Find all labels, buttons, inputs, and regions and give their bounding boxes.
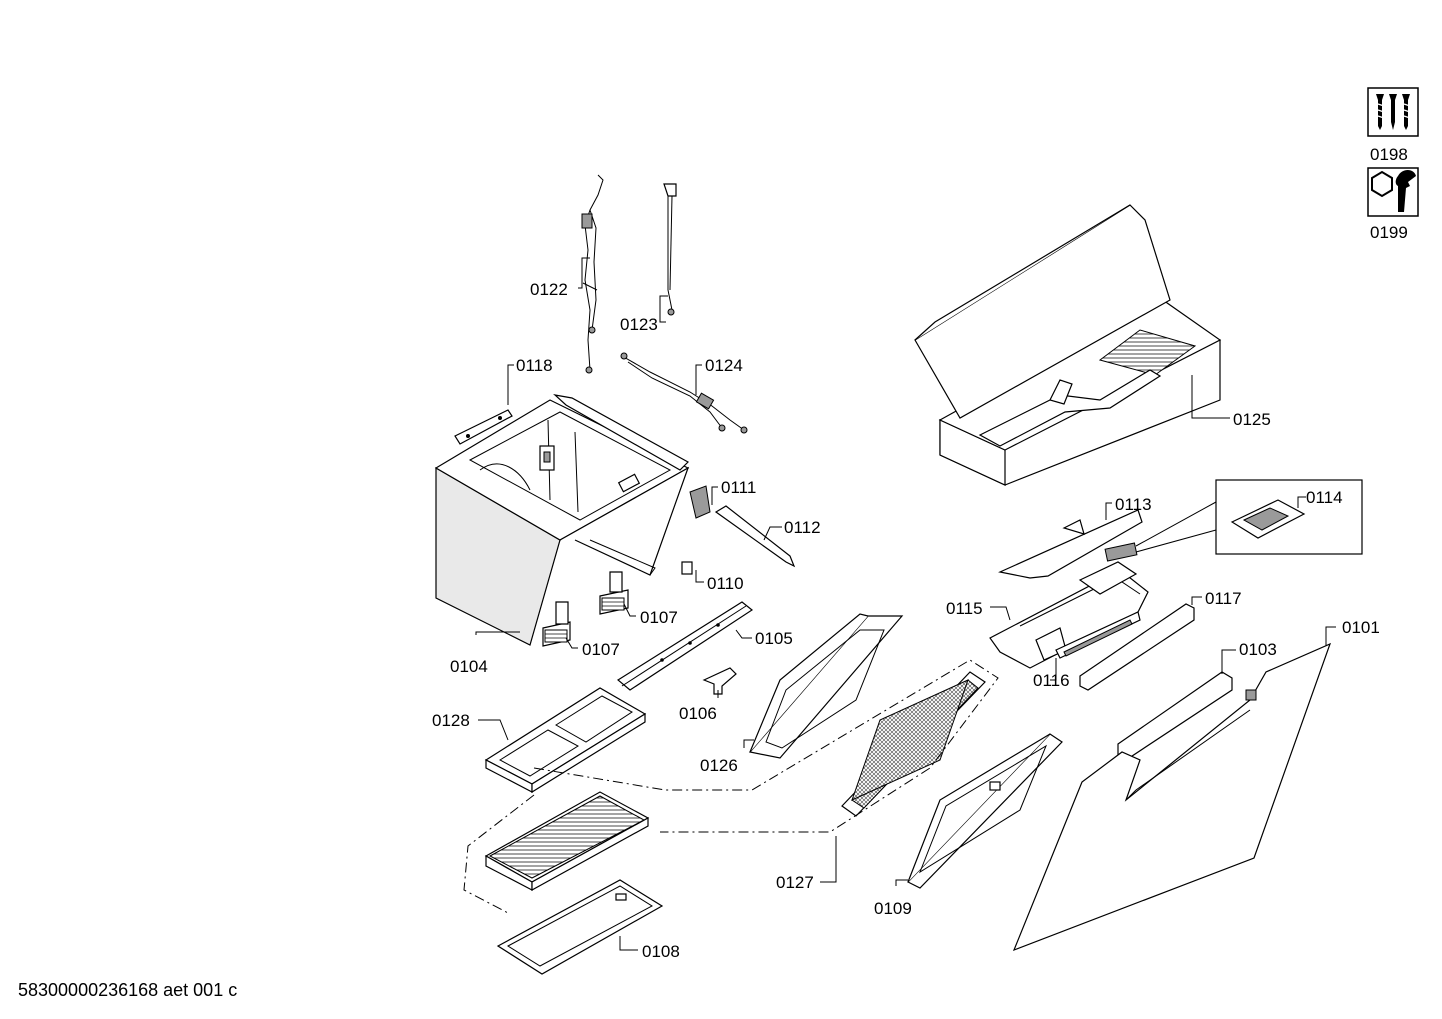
label-0110: 0110 <box>707 574 744 593</box>
strip-0116 <box>1055 611 1141 659</box>
group-line-carbon <box>463 794 535 915</box>
label-0127: 0127 <box>776 873 814 892</box>
rail-0105 <box>616 601 754 691</box>
label-0123: 0123 <box>620 315 658 334</box>
label-0125: 0125 <box>1233 410 1271 429</box>
label-0118: 0118 <box>516 356 553 375</box>
part-labels: 0122 0123 0118 0124 0125 0111 0112 0110 … <box>432 280 1380 961</box>
label-0106: 0106 <box>679 704 717 723</box>
document-id: 58300000236168 aet 001 c <box>18 980 238 1000</box>
foot-0107-a <box>599 571 629 615</box>
wiring-0124 <box>620 352 748 434</box>
front-glass-0101 <box>1012 642 1332 952</box>
clip-0110 <box>681 561 693 575</box>
cover-0113 <box>998 509 1143 579</box>
label-0111: 0111 <box>721 478 756 497</box>
filter-pad-0108 <box>496 879 664 975</box>
label-0103: 0103 <box>1239 640 1277 659</box>
leader-lines <box>475 257 1336 951</box>
label-0109: 0109 <box>874 899 912 918</box>
grease-filter-0127 <box>841 671 986 817</box>
bracket-0118 <box>454 409 513 445</box>
foot-0107-b <box>542 601 571 647</box>
label-0113: 0113 <box>1115 495 1152 514</box>
label-0198: 0198 <box>1370 145 1408 164</box>
label-0128: 0128 <box>432 711 470 730</box>
label-0117: 0117 <box>1205 589 1242 608</box>
wrench-nut-icon <box>1367 167 1419 217</box>
rod-0112 <box>714 505 796 568</box>
wiring-0123 <box>663 183 677 316</box>
label-0107-b: 0107 <box>582 640 620 659</box>
label-0112: 0112 <box>784 518 821 537</box>
part-0106 <box>702 667 737 695</box>
housing-0104 <box>434 394 690 646</box>
clip-0111 <box>689 485 711 519</box>
control-board-0114 <box>1135 479 1363 555</box>
frame-0126 <box>748 613 904 759</box>
filter-frame-0128 <box>484 687 647 794</box>
label-0124: 0124 <box>705 356 743 375</box>
label-0105: 0105 <box>755 629 793 648</box>
label-0199: 0199 <box>1370 223 1408 242</box>
filter-0109 <box>907 733 1063 889</box>
label-0101: 0101 <box>1342 618 1380 637</box>
group-line-0127 <box>533 659 999 833</box>
screws-icon <box>1367 87 1419 137</box>
label-0115: 0115 <box>946 599 983 618</box>
label-0114: 0114 <box>1306 488 1343 507</box>
panel-0117 <box>1079 603 1195 691</box>
packaging-box-0125 <box>914 204 1222 486</box>
board-0113-small <box>1104 542 1138 562</box>
label-0108: 0108 <box>642 942 680 961</box>
label-0122: 0122 <box>530 280 568 299</box>
label-0116: 0116 <box>1033 671 1070 690</box>
label-0107-a: 0107 <box>640 608 678 627</box>
label-0126: 0126 <box>700 756 738 775</box>
wiring-harness-0122 <box>581 174 604 374</box>
carbon-filter <box>484 791 650 892</box>
label-0104: 0104 <box>450 657 488 676</box>
